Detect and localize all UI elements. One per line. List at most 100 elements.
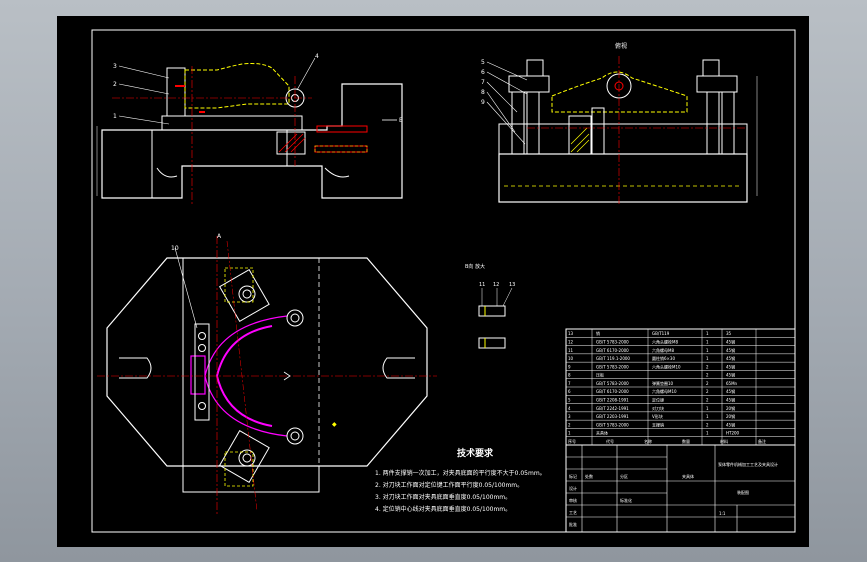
bom-cell: 2: [706, 422, 709, 427]
title-block: 夹具体 泵体零件机械加工工艺及夹具设计 装配图 1:1 标记 处数 分区 设计 …: [565, 444, 796, 533]
section-hatch: [278, 133, 306, 153]
assembly-drawing: 3 2 1 4 E: [57, 16, 809, 547]
leader-10: [174, 247, 198, 329]
leader-6: [486, 71, 528, 95]
detail-part-1: [478, 305, 506, 317]
bom-cell: GB/T 2242-1991: [596, 406, 629, 411]
bom-cell: 2: [706, 364, 709, 369]
bom-cell: 8: [568, 373, 571, 378]
plan-mark-a: A: [217, 233, 222, 240]
title-label-design: 设计: [569, 485, 577, 491]
detail-leader-3: [502, 287, 513, 307]
bom-cell: V形块: [652, 413, 663, 419]
key-hole-1: [198, 332, 206, 340]
bom-cell: 1: [706, 431, 709, 436]
bom-footer-cell: 代号: [606, 438, 614, 444]
title-label-approve: 批准: [569, 521, 577, 527]
bom-cell: 12: [568, 340, 574, 345]
leader-2: [118, 83, 170, 95]
bom-cell: 45钢: [726, 388, 735, 394]
bom-cell: 六角头螺栓M10: [652, 363, 681, 369]
bom-cell: 对刀块: [652, 405, 664, 411]
bom-cell: 定位键: [652, 397, 664, 403]
title-label-count: 处数: [585, 473, 593, 479]
callout-5: 5: [481, 59, 485, 66]
bom-cell: GB/T 5783-2000: [596, 340, 629, 345]
tech-req-item-1: 1. 两件支撑销一次加工，对夹具底面的平行度不大于0.05mm。: [375, 469, 546, 477]
detail-label: B向 放大: [465, 263, 485, 270]
detail-view: B向 放大 11 12 13: [465, 263, 515, 349]
side-bolt-right: [706, 91, 720, 155]
side-bolt-left: [511, 91, 525, 155]
callout-8: 8: [481, 89, 485, 96]
workpiece-side: [551, 71, 688, 113]
section-label-e: E: [399, 117, 403, 124]
key-hole-3: [198, 402, 206, 410]
support-pin-lower-inner: [290, 431, 300, 441]
bom-cell: GB/T 2208-1991: [596, 398, 629, 403]
leader-8: [486, 91, 516, 133]
bom-cell: 1: [706, 340, 709, 345]
bom-cell: 2: [706, 381, 709, 386]
body-fillet-1: [156, 167, 178, 178]
plan-direction-arrow: [283, 371, 291, 381]
bom-cell: 2: [706, 398, 709, 403]
tech-req-item-3: 3. 对刀块工作面对夹具底面垂直度0.05/100mm。: [375, 493, 511, 501]
bom-cell: 1: [706, 356, 709, 361]
side-view-label: 俯视: [615, 42, 627, 50]
bom-cell: 65Mn: [726, 381, 738, 386]
clamp-lower: [218, 429, 270, 484]
bom-cell: 45钢: [726, 372, 735, 378]
bom-cell: 20钢: [726, 413, 735, 419]
bom-cell: 圆柱销6×30: [652, 355, 675, 361]
leader-3: [118, 65, 170, 79]
clamp-upper: [218, 268, 270, 323]
title-label-process: 工艺: [569, 510, 577, 515]
workpiece-front: [184, 63, 290, 109]
bom-cell: 35: [726, 331, 732, 336]
bom-cell: 45钢: [726, 339, 735, 345]
plan-view: 10 A ◆: [97, 233, 437, 516]
bom-cell: GB/T 119.1-2000: [596, 356, 630, 361]
leader-4: [296, 57, 316, 91]
leader-9: [486, 101, 526, 145]
locating-pin-1: [316, 125, 368, 133]
side-top-plate: [498, 123, 748, 155]
bom-cell: 弹簧垫圈10: [652, 380, 674, 386]
callout-2: 2: [113, 81, 117, 88]
callout-12: 12: [493, 282, 499, 288]
callout-10: 10: [171, 245, 179, 252]
body-fillet-2: [324, 167, 350, 178]
clamp-upper-hidden: [224, 267, 254, 303]
callout-11: 11: [479, 282, 485, 288]
bom-footer-cell: 序号: [568, 438, 576, 444]
bom-cell: 夹具体: [596, 430, 608, 436]
support-pin-lower: [286, 427, 304, 445]
bom-cell: 45钢: [726, 355, 735, 361]
side-hatch: [570, 127, 590, 153]
title-label-zone: 分区: [620, 473, 628, 479]
title-project: 泵体零件机械加工工艺及夹具设计: [718, 461, 778, 467]
bom-cell: 1: [706, 348, 709, 353]
bom-cell: 销: [596, 330, 600, 336]
clamp-lower-hidden: [224, 451, 254, 487]
bom-cell: 六角头螺栓M8: [652, 339, 678, 345]
callout-7: 7: [481, 79, 485, 86]
bom-cell: 45钢: [726, 421, 735, 427]
locating-key-block: [194, 323, 210, 421]
callout-9: 9: [481, 99, 485, 106]
tech-req-item-2: 2. 对刀块工作面对定位键工作面平行度0.05/100mm。: [375, 481, 523, 489]
side-nut-right: [702, 59, 720, 77]
bom-cell: GB/T 5783-2000: [596, 381, 629, 386]
bom-cell: 1: [706, 331, 709, 336]
detail-part-2: [478, 337, 506, 349]
bom-cell: GB/T 6170-2000: [596, 389, 629, 394]
bom-cell: HT200: [726, 431, 740, 436]
bom-cell: 45钢: [726, 363, 735, 369]
bom-cell: 1: [568, 431, 571, 436]
bom-cell: GB/T 6170-2000: [596, 348, 629, 353]
bom-cell: 4: [568, 406, 571, 411]
drawing-frame: [91, 29, 796, 533]
cad-viewport[interactable]: 3 2 1 4 E: [57, 16, 809, 547]
